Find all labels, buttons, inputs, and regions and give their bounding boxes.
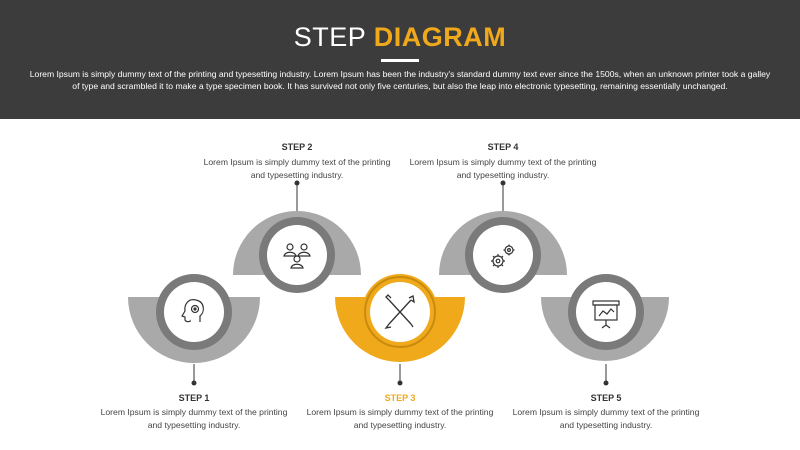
step-4-node [439, 180, 567, 293]
title-underline [381, 59, 419, 62]
step-1-description: Lorem Ipsum is simply dummy text of the … [100, 407, 288, 430]
step-1-node [128, 274, 260, 386]
step-4-icon-disc [473, 225, 533, 285]
step-3-inner-ring-shade [364, 276, 436, 348]
title-part-2: DIAGRAM [373, 22, 507, 52]
head-gear-icon [181, 299, 204, 323]
step-4-description: Lorem Ipsum is simply dummy text of the … [409, 157, 597, 180]
step-3-node [335, 274, 465, 386]
step-4-connector-dot [500, 180, 506, 186]
step-2-description: Lorem Ipsum is simply dummy text of the … [203, 157, 391, 180]
step-2-icon-disc [267, 225, 327, 285]
presentation-board-icon [592, 300, 620, 329]
step-5-connector-dot [603, 380, 609, 386]
team-icon [283, 243, 311, 269]
step-2-label: STEP 2 [281, 142, 313, 152]
design-tools-icon [384, 294, 415, 329]
title-part-1: STEP [293, 22, 366, 52]
step-1-connector-dot [191, 380, 197, 386]
step-5-description: Lorem Ipsum is simply dummy text of the … [512, 407, 700, 430]
gears-icon [491, 244, 515, 268]
header-banner: STEP DIAGRAM Lorem Ipsum is simply dummy… [0, 0, 800, 119]
step-4-label: STEP 4 [487, 142, 519, 152]
step-3-description: Lorem Ipsum is simply dummy text of the … [306, 407, 494, 430]
step-5-icon-disc [576, 282, 636, 342]
step-1-label: STEP 1 [178, 393, 210, 403]
step-5-label: STEP 5 [590, 393, 622, 403]
step-3-label: STEP 3 [384, 393, 416, 403]
step-5-node [541, 274, 669, 386]
step-2-node [233, 180, 361, 293]
step-3-connector-dot [397, 380, 403, 386]
page-title: STEP DIAGRAM [0, 22, 800, 53]
step-2-connector-dot [294, 180, 300, 186]
intro-text: Lorem Ipsum is simply dummy text of the … [29, 69, 771, 91]
